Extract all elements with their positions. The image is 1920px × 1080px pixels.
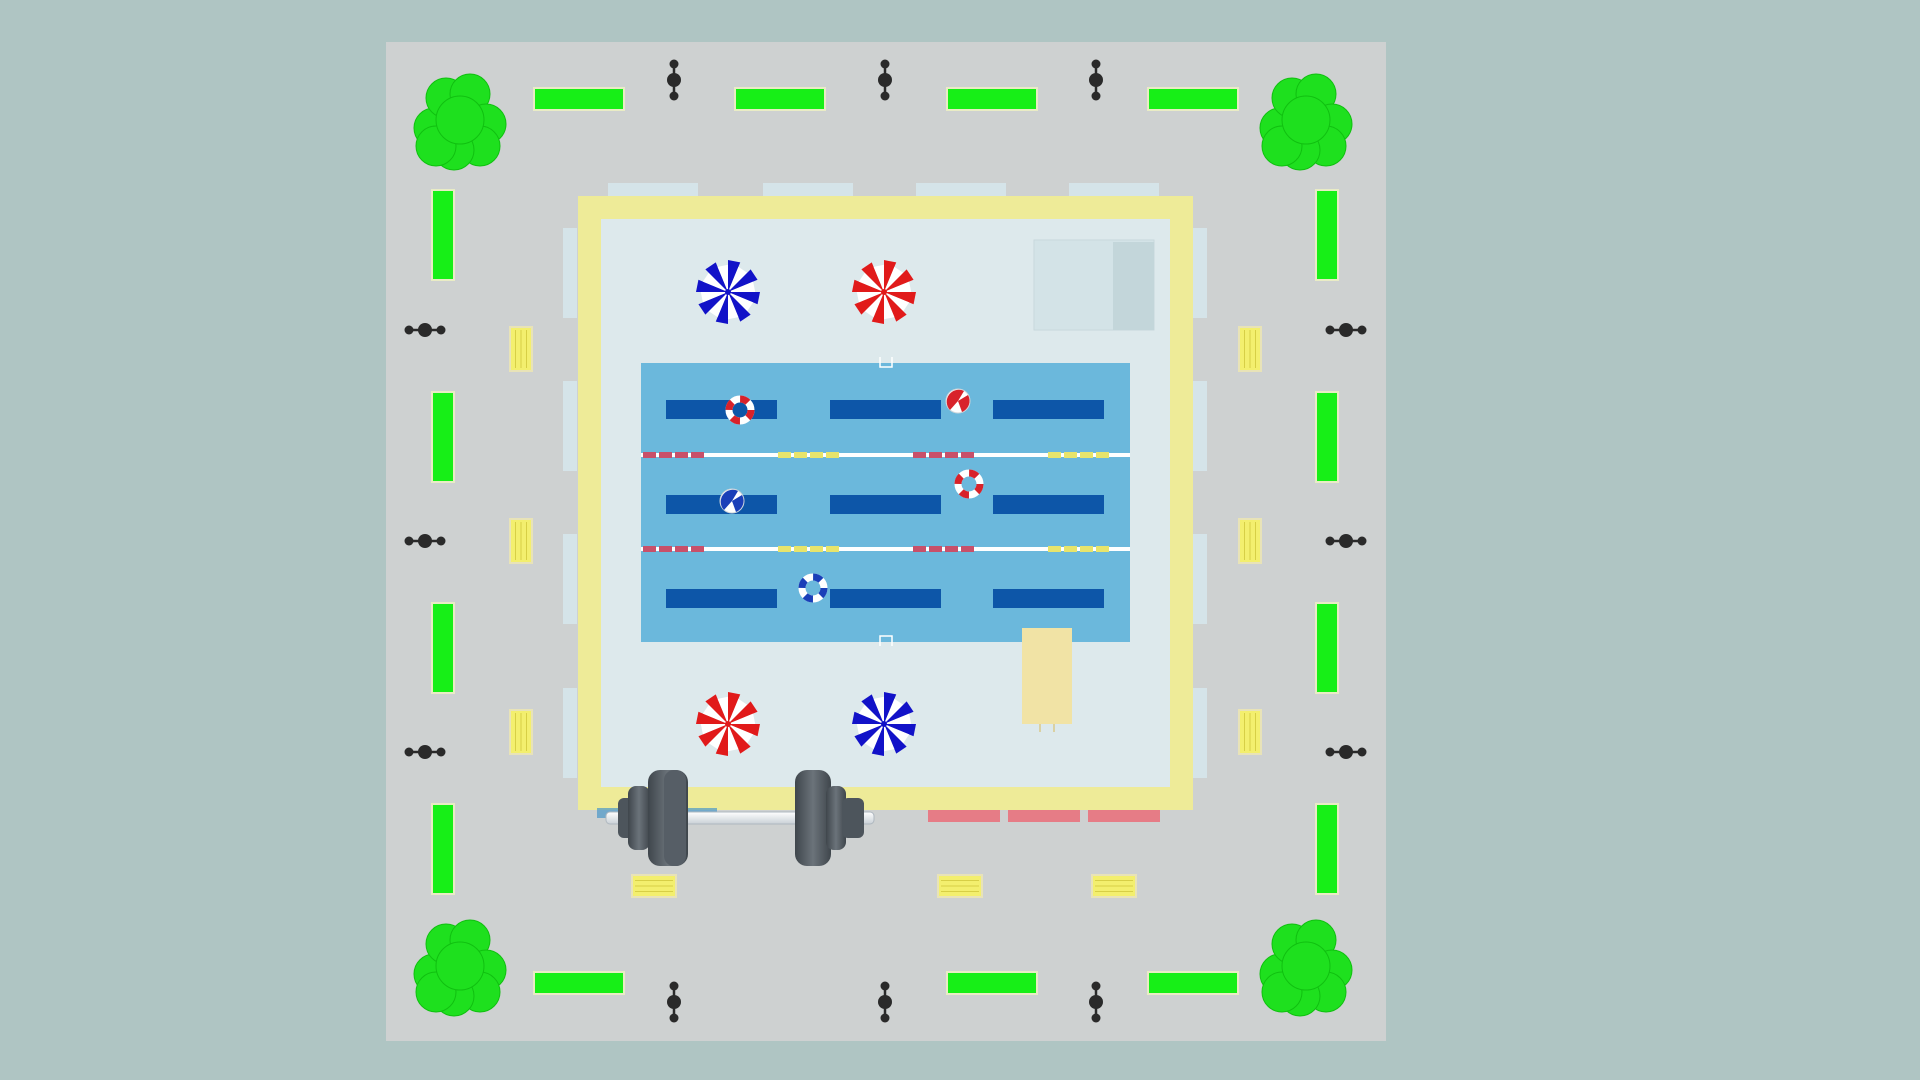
tree [413, 73, 507, 171]
canopy [1193, 534, 1207, 624]
lamp-post [667, 981, 681, 1023]
lane-ropes-layer [641, 452, 1130, 552]
lounger [1238, 326, 1262, 372]
lounger [1238, 518, 1262, 564]
barbell-plate-left-rim [664, 770, 686, 866]
lamp-post [878, 59, 892, 101]
beach-ball [945, 388, 971, 414]
umbrella-red [852, 260, 916, 324]
canopy [1069, 183, 1159, 197]
canopy [1193, 228, 1207, 318]
lounger [937, 874, 983, 898]
floats-layer [719, 388, 984, 603]
hedge [431, 803, 455, 895]
lane-marking [993, 495, 1104, 514]
lamp-post [1325, 534, 1367, 548]
umbrellas-layer [696, 260, 916, 756]
exercise-mat [1008, 810, 1080, 822]
hedge [1315, 602, 1339, 694]
canopy [563, 534, 577, 624]
trees-layer [413, 73, 1353, 1017]
lamp-post [404, 534, 446, 548]
hedge [1147, 87, 1239, 111]
lounger [1238, 709, 1262, 755]
life-ring [798, 573, 828, 603]
hedge [431, 391, 455, 483]
lane-marking [993, 589, 1104, 608]
umbrella-red [696, 692, 760, 756]
barbell-plate-left-small [628, 786, 650, 850]
umbrella-blue [852, 692, 916, 756]
hedge [533, 87, 625, 111]
life-ring [954, 469, 984, 499]
lamp-post [1325, 745, 1367, 759]
diving-platform [1022, 628, 1072, 732]
life-ring [725, 395, 755, 425]
beach-ball [719, 488, 745, 514]
canopy [1193, 688, 1207, 778]
tree [1259, 919, 1353, 1017]
lamp-post [878, 981, 892, 1023]
lamps-layer [404, 59, 1367, 1023]
barbell-plate-right-large [795, 770, 831, 866]
barbell [597, 770, 875, 866]
lounger [631, 874, 677, 898]
lane-marking [830, 495, 941, 514]
canopy [1193, 381, 1207, 471]
canopy [563, 381, 577, 471]
side-canopies [563, 183, 1207, 778]
lounger [509, 518, 533, 564]
exercise-mat [1088, 810, 1160, 822]
hedge [734, 87, 826, 111]
hedge [431, 189, 455, 281]
lounger [1091, 874, 1137, 898]
lounger [509, 326, 533, 372]
lifeguard-shelter [1033, 239, 1155, 331]
lane-marking [666, 589, 777, 608]
canopy [608, 183, 698, 197]
lounger [509, 709, 533, 755]
exercise-mat [928, 810, 1000, 822]
pool-ladder-bottom [879, 635, 893, 646]
hedge [1315, 803, 1339, 895]
lane-marking [993, 400, 1104, 419]
barbell-collar-right [842, 798, 864, 838]
hedge [946, 87, 1038, 111]
lane-marking [666, 400, 777, 419]
canopy [763, 183, 853, 197]
lamp-post [1325, 323, 1367, 337]
lane-marking [830, 400, 941, 419]
pool-ladder-top [879, 357, 893, 368]
lane-rope [641, 452, 1130, 458]
lamp-post [404, 745, 446, 759]
lane-marking [830, 589, 941, 608]
lamp-post [1089, 981, 1103, 1023]
lamp-post [404, 323, 446, 337]
hedge [1315, 189, 1339, 281]
hedge [946, 971, 1038, 995]
exercise-mats [928, 810, 1160, 822]
lamp-post [1089, 59, 1103, 101]
hedges-layer [431, 87, 1339, 995]
tree [1259, 73, 1353, 171]
canopy [563, 228, 577, 318]
loungers-layer [509, 326, 1262, 898]
hedge [1147, 971, 1239, 995]
umbrella-blue [696, 260, 760, 324]
lane-rope [641, 546, 1130, 552]
barbell-plate-right-small [826, 786, 846, 850]
hedge [1315, 391, 1339, 483]
tree [413, 919, 507, 1017]
hedge [533, 971, 625, 995]
hedge [431, 602, 455, 694]
canopy [916, 183, 1006, 197]
lamp-post [667, 59, 681, 101]
canopy [563, 688, 577, 778]
